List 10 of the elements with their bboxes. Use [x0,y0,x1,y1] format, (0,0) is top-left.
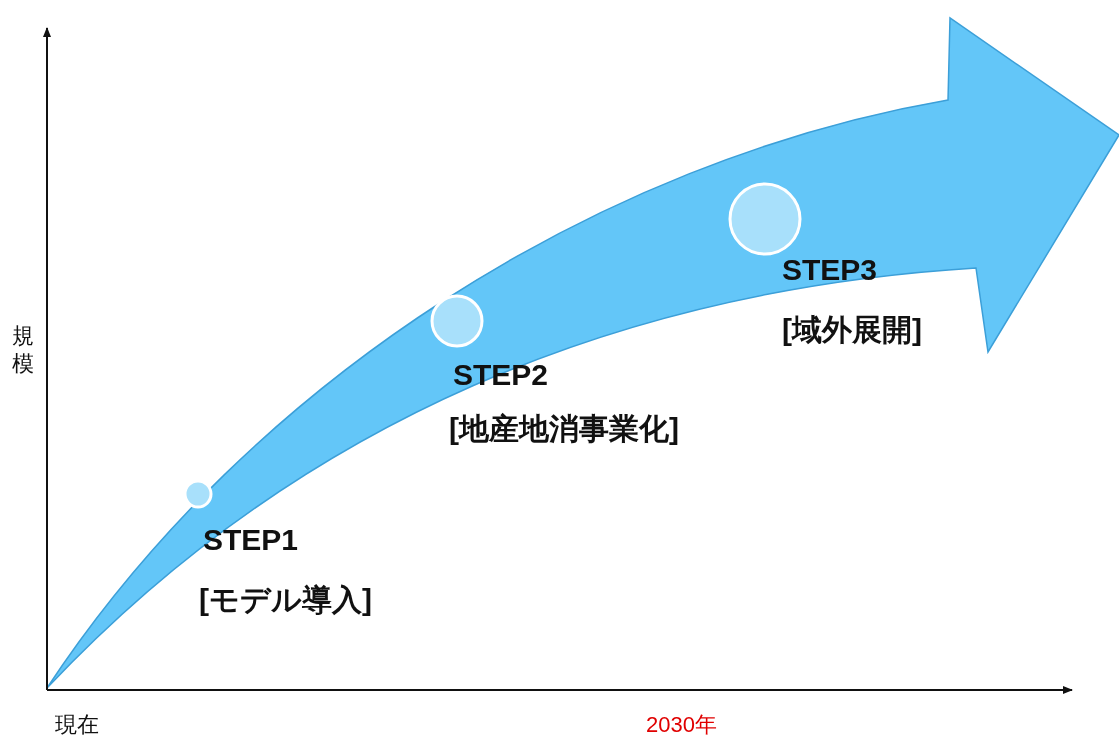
step-circle [727,181,803,257]
step-title: STEP3 [782,253,878,286]
tick-label: 現在 [55,712,99,739]
axis-label: 規模 [12,322,35,377]
step-description: [域外展開] [782,313,922,346]
tick-label: 2030年 [646,712,717,739]
step-description: [モデル導入] [199,583,372,616]
step-title: STEP1 [203,523,299,556]
step-circle [429,293,485,349]
step-description: [地産地消事業化] [449,412,679,445]
